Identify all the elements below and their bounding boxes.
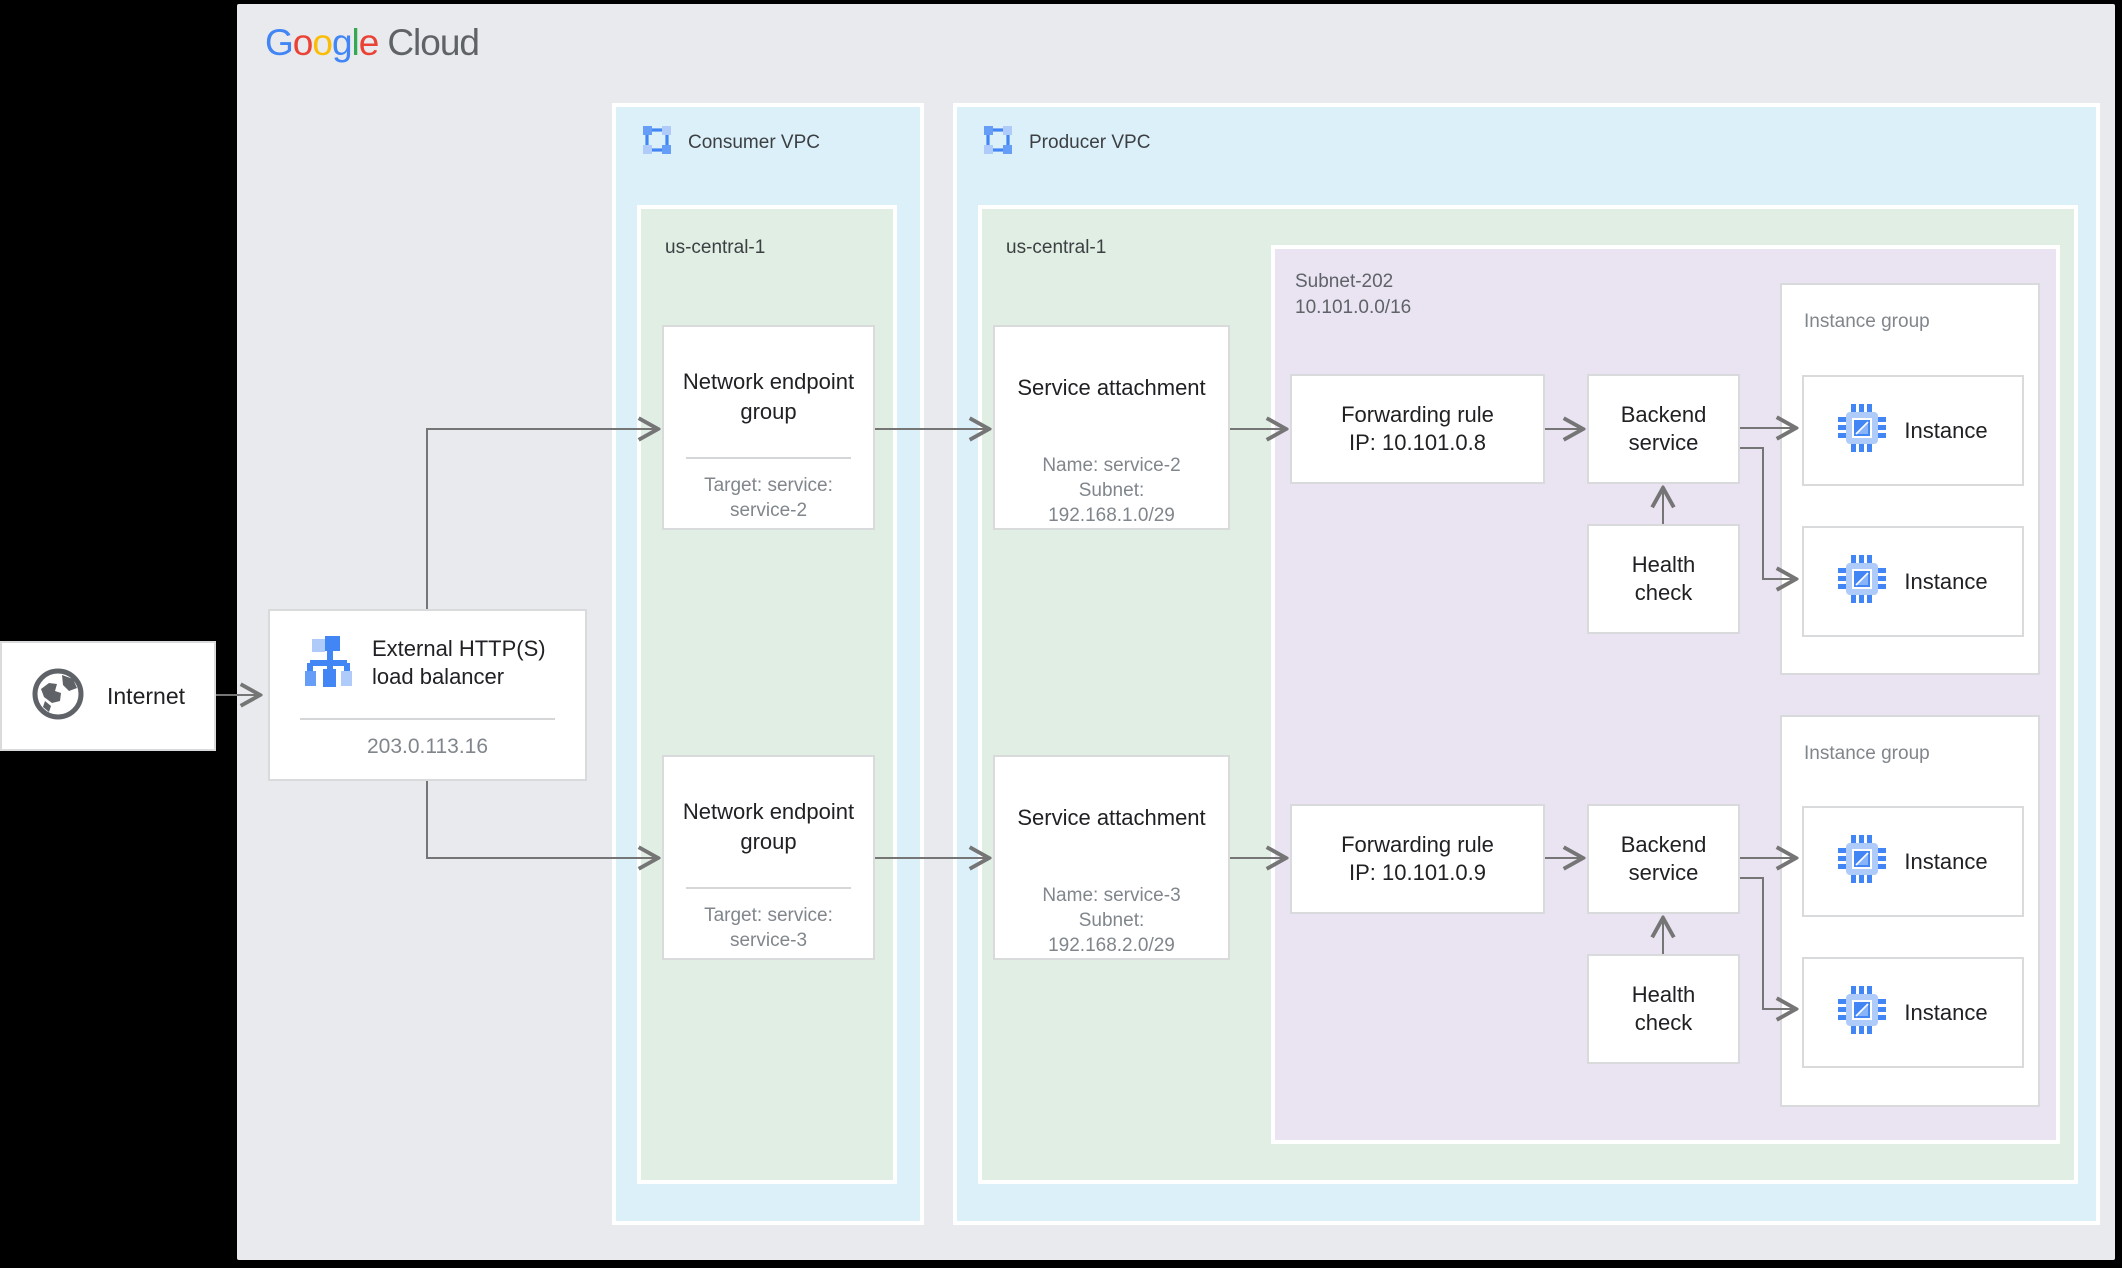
logo-letter: o — [312, 22, 333, 63]
divider — [686, 457, 851, 459]
hc-label: Health check — [1631, 552, 1696, 605]
instance-node: Instance — [1802, 806, 2024, 917]
service-attachment-node: Service attachment Name: service-3 Subne… — [993, 755, 1230, 960]
load-balancer-node: External HTTP(S) load balancer 203.0.113… — [268, 609, 587, 781]
logo-letter: g — [331, 22, 353, 63]
fr-ip: IP: 10.101.0.9 — [1349, 860, 1486, 885]
bs-label: Backend service — [1620, 402, 1707, 455]
internet-label: Internet — [107, 683, 185, 709]
network-endpoint-group-node: Network endpoint group Target: service: … — [662, 755, 875, 960]
instance-group-node: Instance group Instance — [1780, 715, 2040, 1107]
sa-title: Service attachment — [1017, 805, 1206, 830]
subnet-cidr: 10.101.0.0/16 — [1295, 297, 1412, 318]
service-attachment-node: Service attachment Name: service-2 Subne… — [993, 325, 1230, 530]
sa-subnet-word: Subnet: — [1078, 480, 1145, 501]
instance-group-label: Instance group — [1804, 743, 1930, 764]
logo-letter: o — [292, 22, 314, 63]
load-balancer-title: External HTTP(S) load balancer — [372, 636, 546, 689]
load-balancer-icon — [300, 633, 354, 694]
fr-line1: Forwarding rule — [1341, 402, 1494, 427]
fr-line1: Forwarding rule — [1341, 832, 1494, 857]
instance-label: Instance — [1904, 999, 1988, 1025]
load-balancer-ip: 203.0.113.16 — [366, 735, 489, 758]
sa-subnet-word: Subnet: — [1078, 910, 1145, 931]
vpc-network-icon — [640, 123, 674, 162]
internet-node: Internet — [0, 641, 216, 751]
instance-label: Instance — [1904, 848, 1988, 874]
consumer-vpc-label: Consumer VPC — [688, 131, 820, 153]
vpc-network-icon — [981, 123, 1015, 162]
backend-service-node: Backend service — [1587, 374, 1740, 484]
fr-ip: IP: 10.101.0.8 — [1349, 430, 1486, 455]
producer-region-label: us-central-1 — [1006, 237, 1107, 258]
neg-target: Target: service: service-3 — [704, 905, 833, 951]
instance-label: Instance — [1904, 417, 1988, 443]
sa-cidr: 192.168.2.0/29 — [1048, 935, 1175, 956]
neg-target: Target: service: service-2 — [704, 475, 833, 521]
logo-letter: G — [265, 22, 294, 63]
instance-node: Instance — [1802, 957, 2024, 1068]
divider — [300, 718, 555, 720]
forwarding-rule-node: Forwarding rule IP: 10.101.0.9 — [1290, 804, 1545, 914]
neg-title: Network endpoint group — [682, 369, 855, 424]
instance-group-label: Instance group — [1804, 311, 1930, 332]
compute-instance-chip-icon — [1838, 835, 1887, 888]
bs-label: Backend service — [1620, 832, 1707, 885]
health-check-node: Health check — [1587, 954, 1740, 1064]
instance-node: Instance — [1802, 526, 2024, 637]
sa-cidr: 192.168.1.0/29 — [1048, 505, 1175, 526]
sa-title: Service attachment — [1017, 375, 1206, 400]
globe-icon — [31, 667, 85, 726]
health-check-node: Health check — [1587, 524, 1740, 634]
compute-instance-chip-icon — [1838, 986, 1887, 1039]
hc-label: Health check — [1631, 982, 1696, 1035]
consumer-region-label: us-central-1 — [665, 237, 766, 258]
sa-name: Name: service-2 — [1042, 455, 1181, 476]
divider — [686, 887, 851, 889]
compute-instance-chip-icon — [1838, 404, 1887, 457]
producer-vpc-label: Producer VPC — [1029, 131, 1151, 153]
instance-label: Instance — [1904, 568, 1988, 594]
compute-instance-chip-icon — [1838, 555, 1887, 608]
network-endpoint-group-node: Network endpoint group Target: service: … — [662, 325, 875, 530]
neg-title: Network endpoint group — [682, 799, 855, 854]
logo-letter: e — [358, 22, 380, 63]
forwarding-rule-node: Forwarding rule IP: 10.101.0.8 — [1290, 374, 1545, 484]
instance-node: Instance — [1802, 375, 2024, 486]
instance-group-node: Instance group Instance — [1780, 283, 2040, 675]
sa-name: Name: service-3 — [1042, 885, 1181, 906]
backend-service-node: Backend service — [1587, 804, 1740, 914]
logo-letter: l — [351, 22, 360, 63]
subnet-name: Subnet-202 — [1295, 271, 1394, 292]
logo-cloud-word: Cloud — [387, 22, 480, 63]
